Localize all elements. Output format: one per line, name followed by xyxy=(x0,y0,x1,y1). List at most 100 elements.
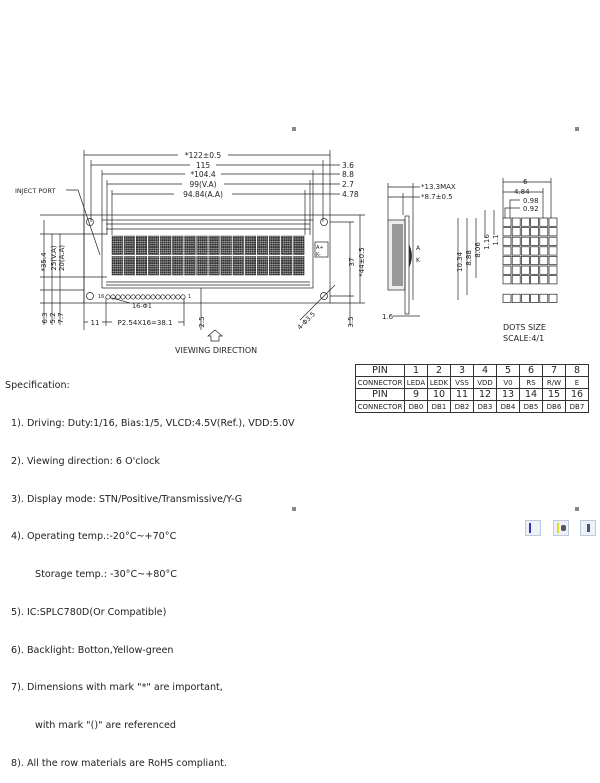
dim-35-4: *35.4 xyxy=(40,252,48,272)
pin xyxy=(155,294,161,300)
dim-115: 115 xyxy=(196,161,211,170)
viewing-direction-label: VIEWING DIRECTION xyxy=(175,346,257,355)
table-cell: 8 xyxy=(565,364,589,377)
inject-port-label: INJECT PORT xyxy=(15,187,55,195)
dim-8-8: 8.8 xyxy=(342,170,354,179)
dot xyxy=(502,227,512,237)
table-cell: 4 xyxy=(473,364,497,377)
dim-6: 6 xyxy=(523,178,528,186)
backlight-connector xyxy=(314,241,329,258)
character-grid xyxy=(111,235,305,276)
dot-size-detail: 6 4.84 0.98 0.92 10.34 8.88 8.06 1.16 1.… xyxy=(456,178,558,343)
pin-header xyxy=(105,294,186,300)
dot xyxy=(548,227,558,237)
dim-8-7: *8.7±0.5 xyxy=(421,193,453,201)
dim-1-16: 1.16 xyxy=(483,234,491,250)
spec-line: 1). Driving: Duty:1/16, Bias:1/5, VLCD:4… xyxy=(11,417,295,429)
dot xyxy=(511,227,521,237)
dot xyxy=(521,217,530,227)
dot xyxy=(530,256,539,266)
dim-11: 11 xyxy=(91,319,100,327)
dot xyxy=(530,293,539,303)
dot xyxy=(502,217,512,227)
dot xyxy=(502,246,512,256)
mount-hole xyxy=(86,218,94,226)
table-cell: E xyxy=(565,376,589,389)
pin xyxy=(120,294,126,300)
pin xyxy=(135,294,141,300)
table-cell: 13 xyxy=(496,388,520,401)
info-button[interactable] xyxy=(580,520,596,536)
side-view: *13.3MAX *8.7±0.5 A K 1.6 xyxy=(382,183,456,321)
table-cell: 12 xyxy=(473,388,497,401)
lcd-module-drawing: *122±0.5 115 *104.4 99(V.A) 94.84(A.A) 3… xyxy=(15,150,558,355)
dot xyxy=(548,293,558,303)
dot xyxy=(502,265,512,275)
dim-3-5: 3.5 xyxy=(347,316,355,327)
character-cell xyxy=(208,256,220,276)
dim-44: *44±0.5 xyxy=(358,247,366,276)
cathode-label: K- xyxy=(316,252,321,258)
anode-label: A+ xyxy=(316,245,324,251)
table-cell: 6 xyxy=(519,364,543,377)
corner-marker xyxy=(292,507,296,511)
dim-1-6: 1.6 xyxy=(382,313,394,321)
character-cell xyxy=(232,235,244,255)
dot xyxy=(521,265,530,275)
table-cell: 15 xyxy=(542,388,566,401)
dot xyxy=(511,293,521,303)
paint-tool-button[interactable] xyxy=(553,520,569,536)
pin xyxy=(125,294,131,300)
spec-line: 8). All the row materials are RoHS compl… xyxy=(11,758,227,769)
dim-3-6: 3.6 xyxy=(342,161,354,170)
character-cell xyxy=(269,256,281,276)
spec-line: 4). Operating temp.:-20°C~+70°C xyxy=(11,531,177,543)
pin xyxy=(130,294,136,300)
dot xyxy=(548,217,558,227)
dim-0-98: 0.98 xyxy=(523,197,539,205)
dim-25-va: 25(V.A) xyxy=(50,245,58,271)
dot xyxy=(548,275,558,285)
character-cell xyxy=(184,235,196,255)
table-cell: DB2 xyxy=(450,400,474,413)
dim-6-3: 6.3 xyxy=(41,312,49,323)
pitch-dim: P2.54X16=38.1 xyxy=(118,319,173,327)
info-icon xyxy=(587,524,590,532)
specification: Specification: 1). Driving: Duty:1/16, B… xyxy=(5,355,295,783)
table-cell: 11 xyxy=(450,388,474,401)
viewing-direction-arrow-icon xyxy=(207,329,223,342)
dim-7-7: 7.7 xyxy=(57,312,65,323)
dot xyxy=(511,217,521,227)
mount-hole xyxy=(320,218,328,226)
character-cell xyxy=(196,235,208,255)
dot xyxy=(539,275,549,285)
dim-13-3-max: *13.3MAX xyxy=(421,183,456,191)
side-k-label: K xyxy=(416,257,421,264)
character-cell xyxy=(160,235,172,255)
pcb-outline xyxy=(83,214,331,304)
pin xyxy=(175,294,181,300)
table-cell: 16 xyxy=(565,388,589,401)
dot xyxy=(502,275,512,285)
brush-icon xyxy=(557,523,559,533)
edit-drawing-button[interactable] xyxy=(525,520,541,536)
table-cell: R/W xyxy=(542,376,566,389)
character-cell xyxy=(293,256,305,276)
character-cell xyxy=(256,235,269,255)
pin xyxy=(150,294,156,300)
spec-line: 3). Display mode: STN/Positive/Transmiss… xyxy=(11,493,243,505)
character-cell xyxy=(244,235,256,255)
mount-hole xyxy=(86,292,94,300)
dim-99-va: 99(V.A) xyxy=(189,180,216,189)
dim-1-1: 1.1 xyxy=(492,234,500,245)
dot xyxy=(548,256,558,266)
dim-4-78: 4.78 xyxy=(342,190,359,199)
dim-8-88: 8.88 xyxy=(465,250,473,266)
pin-header-cell: PIN xyxy=(355,388,405,401)
dot xyxy=(539,265,549,275)
dot xyxy=(539,217,549,227)
pin xyxy=(170,294,176,300)
